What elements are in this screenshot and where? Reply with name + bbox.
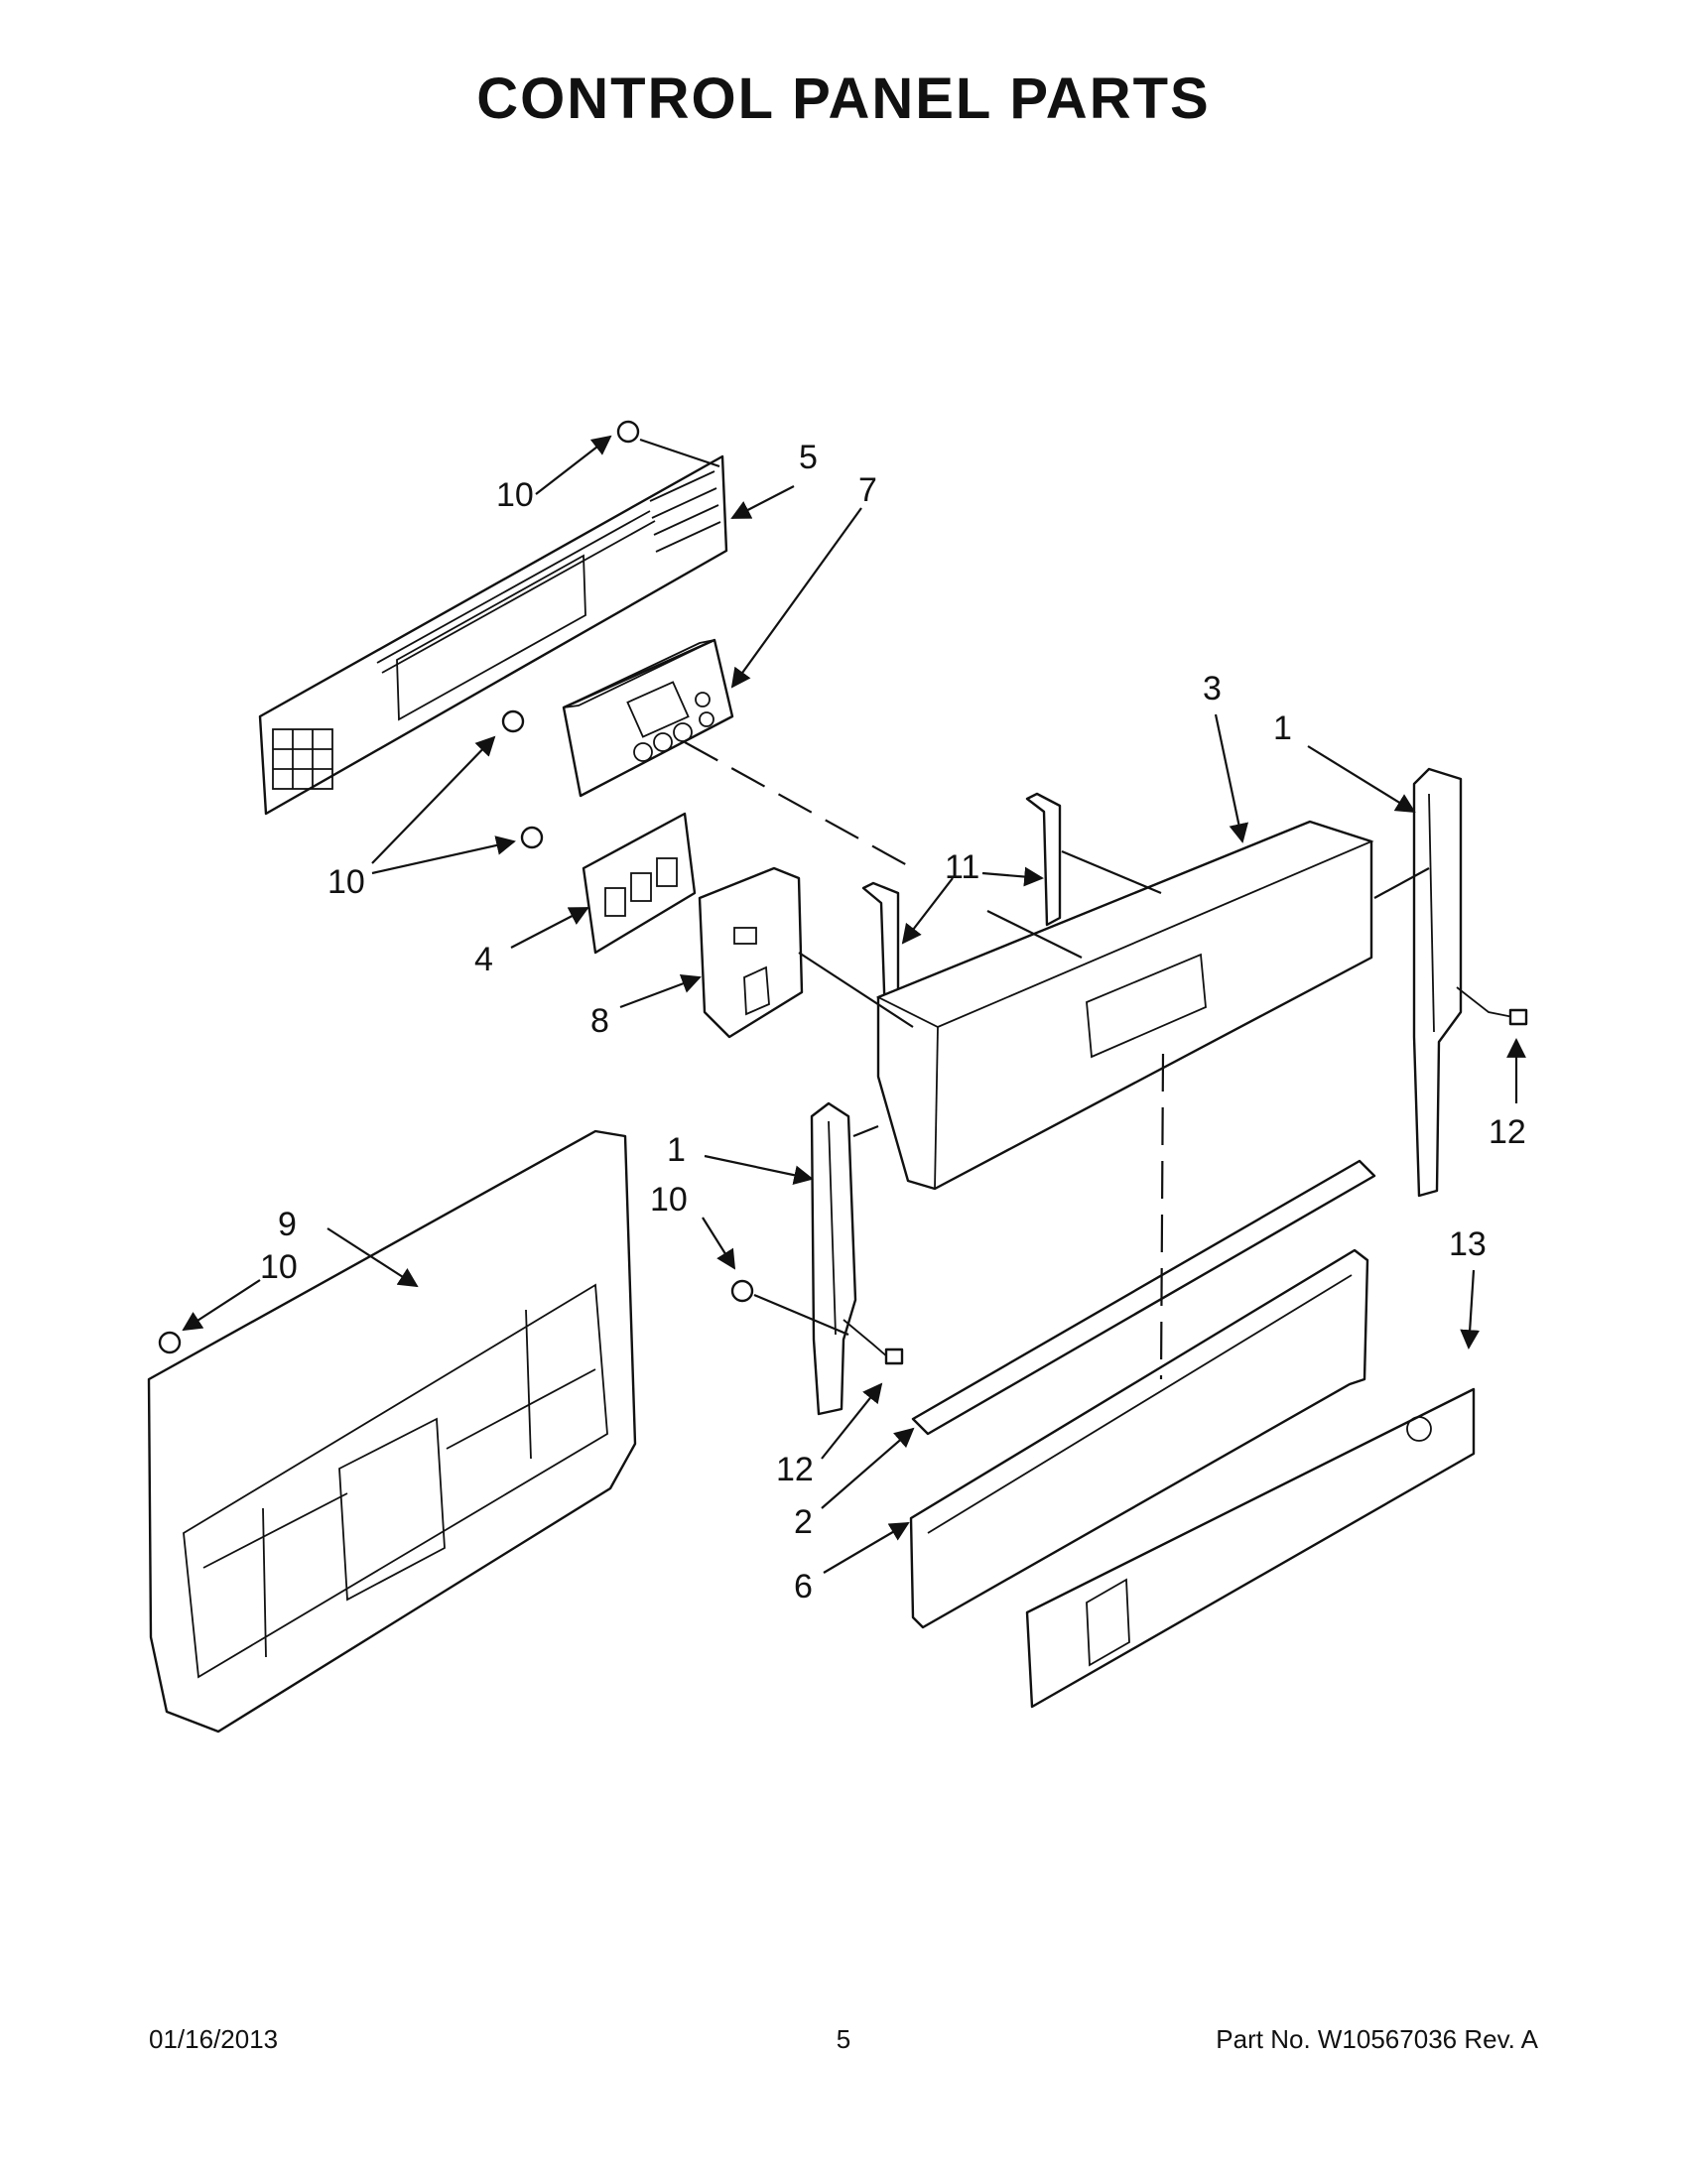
part-2-trim-strip — [911, 1159, 1376, 1436]
callout-8: 8 — [590, 1002, 609, 1040]
footer-date: 01/16/2013 — [149, 2024, 279, 2054]
part-8-board-bracket — [698, 866, 804, 1039]
callout-3: 3 — [1203, 670, 1222, 707]
callout-10: 10 — [327, 863, 365, 901]
callout-11: 11 — [945, 848, 979, 886]
footer-part-number: Part No. W10567036 Rev. A — [1216, 2024, 1538, 2054]
callout-10: 10 — [650, 1181, 688, 1219]
footer-page-number: 5 — [836, 2024, 851, 2054]
callout-1: 1 — [1273, 709, 1292, 747]
part-5-rear-shield — [258, 454, 728, 816]
screws — [158, 420, 754, 1354]
callout-12: 12 — [1489, 1113, 1526, 1151]
callout-12: 12 — [776, 1451, 814, 1488]
callout-13: 13 — [1449, 1225, 1487, 1263]
callout-1: 1 — [667, 1131, 686, 1169]
callout-5: 5 — [799, 439, 818, 476]
callout-6: 6 — [794, 1568, 813, 1606]
wire-connectors — [843, 986, 1528, 1365]
leader-arrows — [182, 435, 1526, 1574]
part-7-control-board — [562, 638, 734, 798]
part-1-right-end-cap — [1412, 767, 1463, 1198]
part-3-console — [875, 820, 1374, 1191]
callout-4: 4 — [474, 941, 493, 978]
callout-10: 10 — [496, 476, 534, 514]
part-4-relay-board — [582, 812, 697, 955]
part-9-rear-panel — [147, 1129, 637, 1734]
callout-labels: 10 5 7 3 1 10 11 4 8 12 1 10 9 10 13 12 … — [260, 439, 1526, 1606]
callout-9: 9 — [278, 1206, 297, 1243]
callout-10: 10 — [260, 1248, 298, 1286]
part-1-left-end-cap — [810, 1101, 857, 1416]
part-13-lower-cover — [1025, 1387, 1476, 1709]
page-title: CONTROL PANEL PARTS — [476, 66, 1211, 131]
part-6-support-frame — [909, 1248, 1369, 1629]
callout-7: 7 — [858, 471, 877, 509]
callout-2: 2 — [794, 1503, 813, 1541]
alignment-lines — [639, 438, 1430, 1380]
